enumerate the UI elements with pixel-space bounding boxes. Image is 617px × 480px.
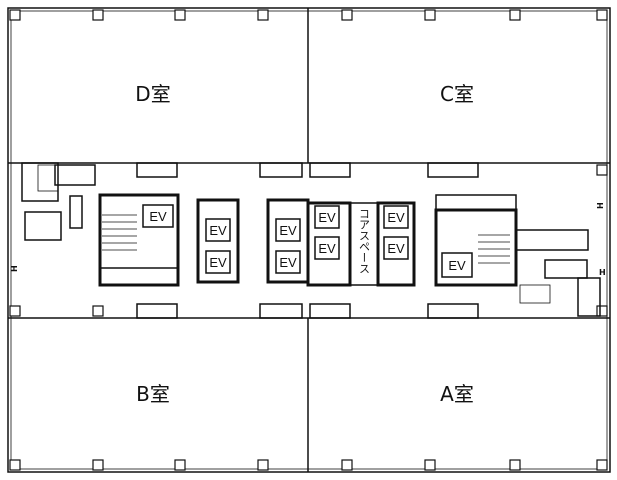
elevator: EV — [275, 250, 301, 274]
elevator: EV — [142, 204, 174, 228]
elevators: EV EV EV EV EV EV EV EV EV EV — [142, 204, 473, 278]
room-label-d: D室 — [135, 82, 170, 106]
core — [21, 162, 601, 319]
elevator: EV — [275, 218, 301, 242]
svg-text:EV: EV — [279, 255, 297, 270]
room-label-c: C室 — [440, 82, 474, 106]
inner-wall-line — [10, 10, 608, 470]
h-mark: H — [10, 265, 19, 272]
svg-text:EV: EV — [387, 210, 405, 225]
svg-text:EV: EV — [318, 210, 336, 225]
svg-text:EV: EV — [209, 255, 227, 270]
svg-text:EV: EV — [149, 209, 167, 224]
elevator: EV — [314, 236, 340, 260]
svg-text:EV: EV — [448, 258, 466, 273]
columns — [9, 9, 608, 471]
room-label-b: B室 — [136, 382, 170, 406]
room-label-a: A室 — [440, 382, 474, 406]
elevator: EV — [441, 252, 473, 278]
h-mark: H — [596, 202, 605, 209]
elevator: EV — [383, 236, 409, 260]
elevator: EV — [383, 205, 409, 229]
elevator: EV — [205, 250, 231, 274]
elevator: EV — [205, 218, 231, 242]
elevator: EV — [314, 205, 340, 229]
outer-wall — [7, 7, 611, 473]
svg-text:EV: EV — [318, 241, 336, 256]
core-space-label: コアスペース — [358, 208, 371, 274]
svg-text:EV: EV — [387, 241, 405, 256]
svg-text:EV: EV — [209, 223, 227, 238]
svg-text:EV: EV — [279, 223, 297, 238]
h-mark: H — [599, 268, 606, 277]
